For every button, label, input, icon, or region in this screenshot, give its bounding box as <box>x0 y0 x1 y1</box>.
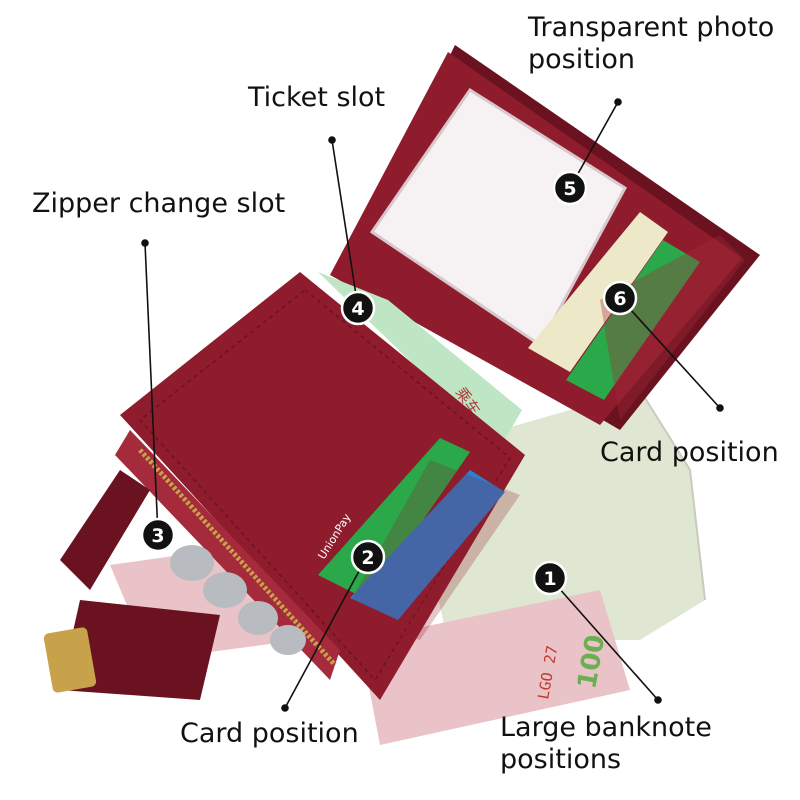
marker-6: 6 <box>602 280 638 316</box>
leader-3-end <box>141 239 149 247</box>
wallet-tab <box>60 600 220 700</box>
metal-clasp <box>43 627 97 693</box>
coin-4 <box>270 625 306 655</box>
label-ticket-slot: Ticket slot <box>248 82 385 114</box>
marker-4: 4 <box>340 290 376 326</box>
coin-3 <box>238 601 278 635</box>
coin-1 <box>170 545 214 581</box>
label-5-line-1: Transparent photo <box>528 12 775 43</box>
leader-4-end <box>328 136 336 144</box>
label-6-line-1: Card position <box>600 437 779 468</box>
leader-6-end <box>716 404 724 412</box>
wallet-upper-flap <box>330 45 760 430</box>
marker-2: 2 <box>350 539 386 575</box>
marker-5: 5 <box>552 170 588 206</box>
marker-4-number: 4 <box>351 298 364 320</box>
banknote-100 <box>360 590 630 745</box>
zipper-track <box>138 448 337 667</box>
label-4-line-1: Ticket slot <box>248 82 386 113</box>
coin-2 <box>203 572 247 608</box>
label-large-banknote: Large banknote positions <box>500 712 712 776</box>
leader-2-end <box>281 704 289 712</box>
zipper-pocket <box>115 430 340 680</box>
label-zipper-change-slot: Zipper change slot <box>32 188 285 220</box>
marker-2-number: 2 <box>361 547 374 569</box>
marker-6-number: 6 <box>613 288 626 310</box>
leader-3 <box>144 242 159 536</box>
leader-lines <box>141 98 724 712</box>
marker-3: 3 <box>140 517 176 553</box>
leader-1 <box>549 577 659 701</box>
coins <box>170 545 306 655</box>
zipper-tab <box>60 470 150 590</box>
label-5-line-2: position <box>528 44 635 75</box>
label-card-position-upper: Card position <box>600 437 779 469</box>
upper-slot-lip <box>600 235 745 420</box>
upper-card-front <box>566 240 700 400</box>
label-3-line-1: Zipper change slot <box>32 188 286 219</box>
leader-1-end <box>654 696 662 704</box>
leader-5-end <box>614 98 622 106</box>
card-blue <box>350 470 505 620</box>
leader-4 <box>331 139 359 309</box>
cash-fan-edge <box>639 389 706 601</box>
upper-card-back <box>528 212 668 372</box>
card-slot-lip <box>340 460 520 640</box>
label-transparent-photo: Transparent photo position <box>528 12 774 76</box>
body-stitch <box>138 289 511 682</box>
label-card-position-lower: Card position <box>180 718 359 750</box>
wallet-lower-body <box>43 272 525 700</box>
label-2-line-1: Card position <box>180 718 359 749</box>
marker-1: 1 <box>532 560 568 596</box>
marker-1-number: 1 <box>543 568 556 590</box>
leader-6 <box>619 297 721 409</box>
label-1-line-2: positions <box>500 744 622 775</box>
leader-2 <box>284 559 366 709</box>
body-front <box>120 272 525 700</box>
marker-5-number: 5 <box>563 178 576 200</box>
marker-3-number: 3 <box>151 525 164 547</box>
label-1-line-1: Large banknote <box>500 712 712 743</box>
